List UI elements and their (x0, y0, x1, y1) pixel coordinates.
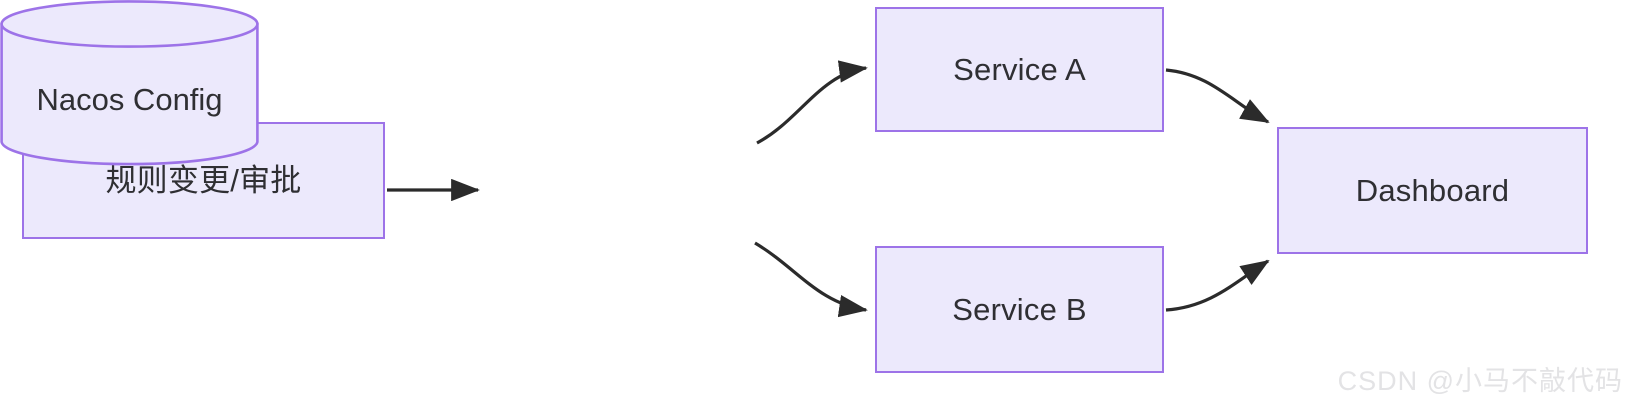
node-service-a-label: Service A (953, 51, 1086, 87)
node-nacos-config-label: Nacos Config (36, 82, 223, 117)
node-dashboard[interactable]: Dashboard (1277, 127, 1588, 254)
cylinder-shape (0, 0, 259, 166)
node-dashboard-label: Dashboard (1355, 172, 1510, 208)
edge-nacos-to-service-b (754, 241, 868, 318)
node-rule-change-label: 规则变更/审批 (105, 162, 302, 198)
edge-nacos-to-service-a (756, 60, 868, 145)
node-service-b-label: Service B (952, 291, 1087, 327)
node-service-a[interactable]: Service A (875, 7, 1164, 132)
edge-service-a-to-dashboard (1165, 68, 1270, 124)
watermark-text: CSDN @小马不敲代码 (1337, 366, 1623, 396)
edge-service-b-to-dashboard (1165, 259, 1270, 312)
node-nacos-config[interactable]: Nacos Config (0, 0, 259, 166)
node-service-b[interactable]: Service B (875, 246, 1164, 373)
